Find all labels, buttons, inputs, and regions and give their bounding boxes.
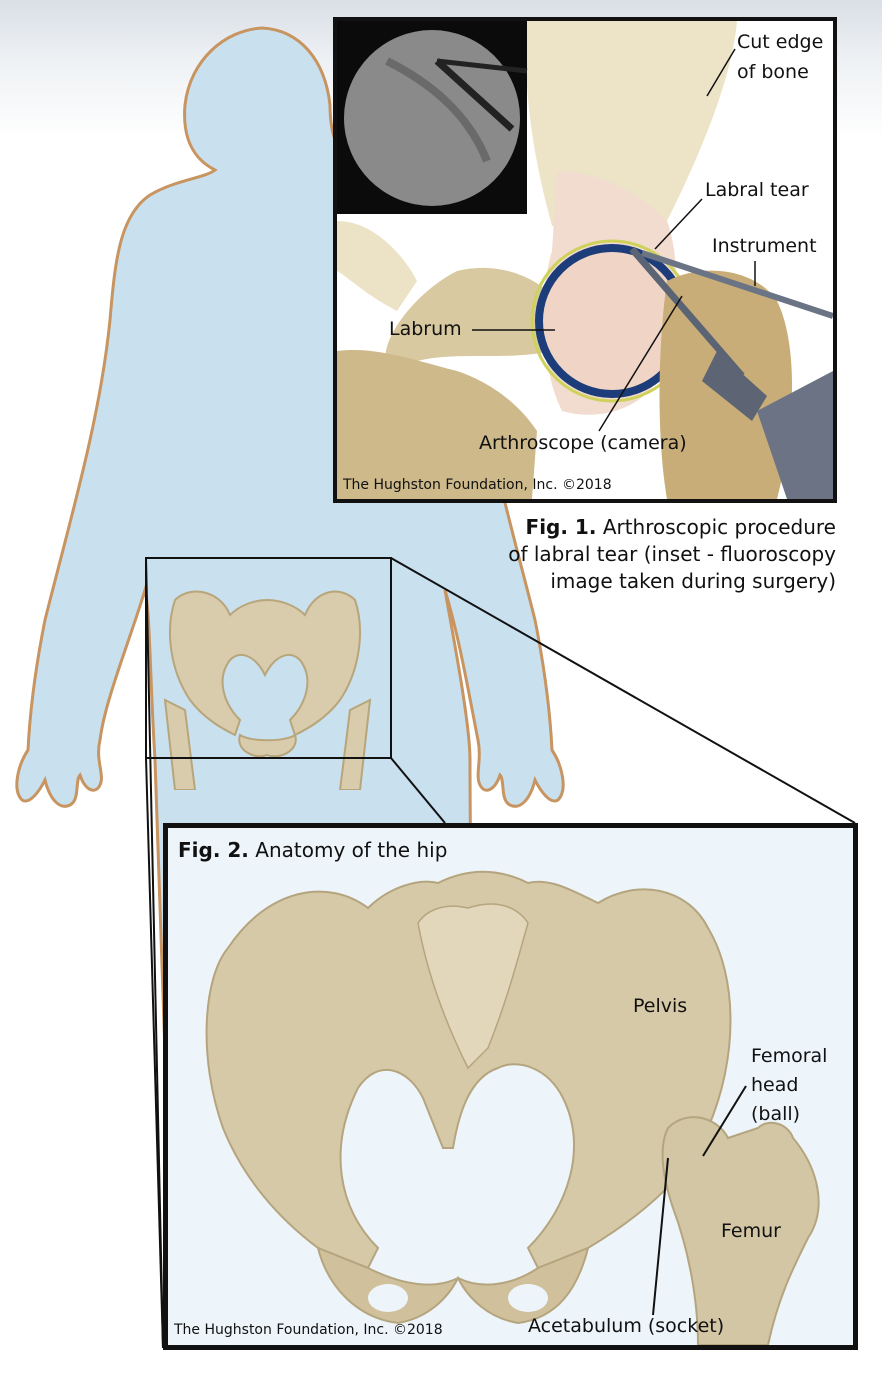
figure2-pelvis-illustration	[205, 870, 820, 1345]
figure2-title: Fig. 2. Anatomy of the hip	[178, 838, 447, 862]
figure1-credit: The Hughston Foundation, Inc. ©2018	[343, 477, 612, 493]
label-cut-edge-line1: Cut edge	[737, 31, 824, 53]
figure1-number: Fig. 1.	[525, 515, 597, 539]
label-labral-tear: Labral tear	[705, 179, 809, 201]
label-femoral-head-line2: head	[751, 1074, 799, 1096]
small-pelvis-illustration	[163, 590, 372, 790]
figure2-panel: Fig. 2. Anatomy of the hip Pelvis Femora…	[163, 823, 858, 1350]
figure2-number: Fig. 2.	[178, 838, 249, 862]
caption-line-1: Arthroscopic procedure	[602, 515, 836, 539]
label-arthroscope: Arthroscope (camera)	[479, 432, 687, 454]
figure1-leader-lines	[472, 48, 756, 432]
label-femoral-head-line3: (ball)	[751, 1103, 801, 1125]
figure2-credit: The Hughston Foundation, Inc. ©2018	[174, 1322, 443, 1338]
figure1-panel: Cut edge of bone Labral tear Instrument …	[333, 17, 837, 503]
label-femur: Femur	[721, 1220, 781, 1242]
label-labrum: Labrum	[389, 318, 462, 340]
label-femoral-head-line1: Femoral	[751, 1045, 828, 1067]
caption-line-2: of labral tear (inset - fluoroscopy	[508, 542, 836, 566]
label-instrument: Instrument	[712, 235, 817, 257]
figure1-caption: Fig. 1. Arthroscopic procedure of labral…	[436, 514, 836, 595]
figure1-hip-illustration	[337, 21, 833, 499]
label-acetabulum: Acetabulum (socket)	[528, 1315, 725, 1337]
label-cut-edge-line2: of bone	[737, 61, 809, 83]
caption-line-3: image taken during surgery)	[550, 569, 836, 593]
figure2-title-text: Anatomy of the hip	[255, 838, 448, 862]
label-pelvis: Pelvis	[633, 995, 688, 1017]
